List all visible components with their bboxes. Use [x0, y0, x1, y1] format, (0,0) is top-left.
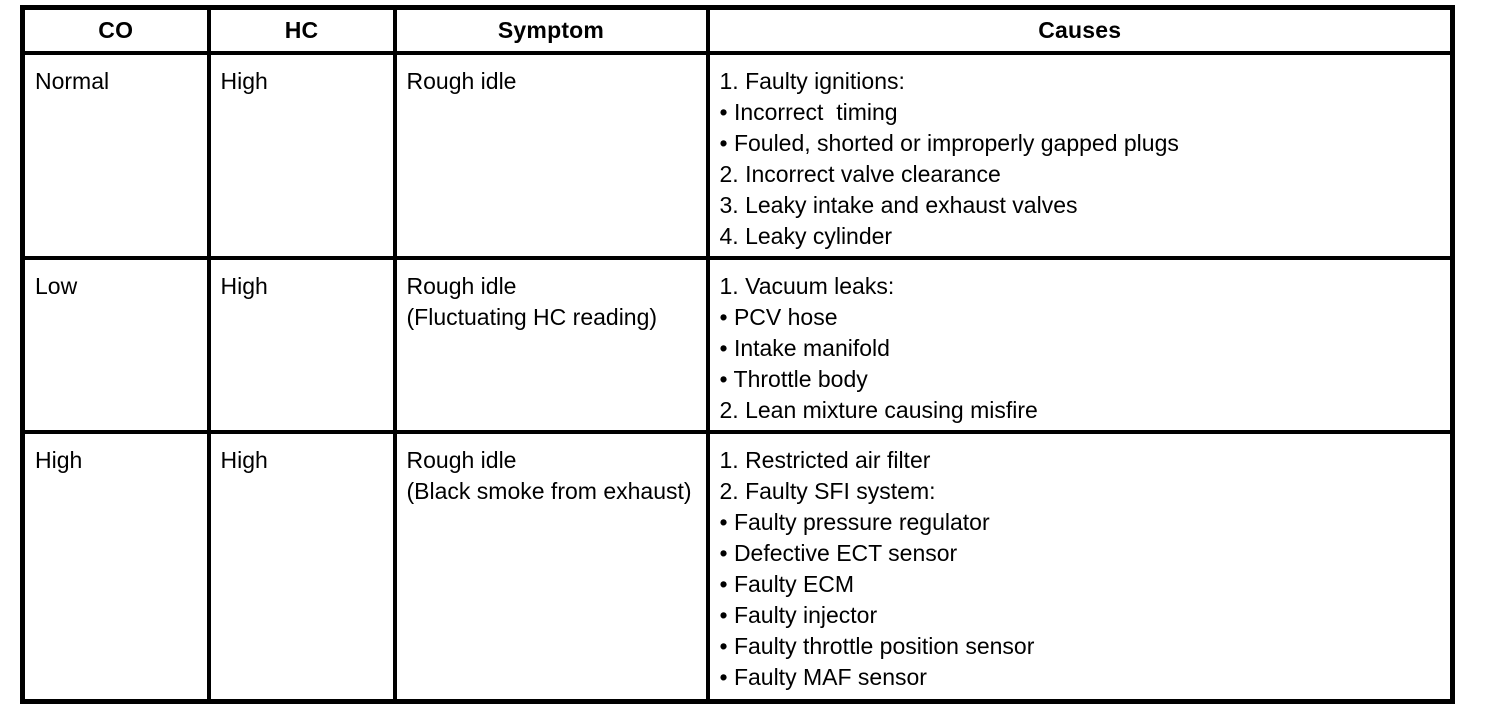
co-value: High	[35, 447, 83, 473]
cause-line: 1. Vacuum leaks:	[719, 273, 895, 299]
cause-line: 4. Leaky cylinder	[719, 223, 893, 249]
co-cell: High	[20, 430, 211, 704]
symptom-cell: Rough idle	[392, 51, 710, 260]
column-header-symptom: Symptom	[392, 5, 710, 55]
cause-line: • Faulty ECM	[719, 571, 855, 597]
cause-line: 2. Faulty SFI system:	[719, 478, 936, 504]
table-row: High High Rough idle (Black smoke from e…	[20, 430, 1455, 704]
header-row: CO HC Symptom Causes	[20, 5, 1455, 55]
table-row: Normal High Rough idle 1. Faulty ignitio…	[20, 51, 1455, 260]
column-header-co: CO	[20, 5, 211, 55]
symptom-line: Rough idle	[406, 447, 517, 473]
hc-cell: High	[206, 51, 397, 260]
hc-value: High	[220, 68, 268, 94]
hc-cell: High	[206, 430, 397, 704]
causes-cell: 1. Faulty ignitions: • Incorrect timing …	[705, 51, 1455, 260]
co-cell: Low	[20, 256, 211, 434]
cause-line: • Throttle body	[719, 366, 868, 392]
causes-cell: 1. Vacuum leaks: • PCV hose • Intake man…	[705, 256, 1455, 434]
symptom-note: (Black smoke from exhaust)	[406, 478, 692, 504]
hc-value: High	[220, 447, 268, 473]
cause-line: • PCV hose	[719, 304, 838, 330]
cause-line: • Faulty MAF sensor	[719, 664, 927, 690]
column-header-causes: Causes	[705, 5, 1455, 55]
column-header-hc: HC	[206, 5, 397, 55]
cause-line: 2. Lean mixture causing misfire	[719, 397, 1038, 423]
cause-line: 1. Restricted air filter	[719, 447, 931, 473]
co-value: Normal	[35, 68, 110, 94]
hc-cell: High	[206, 256, 397, 434]
cause-line: 1. Faulty ignitions:	[719, 68, 905, 94]
cause-line: • Defective ECT sensor	[719, 540, 958, 566]
cause-line: 2. Incorrect valve clearance	[719, 161, 1001, 187]
cause-line: • Faulty injector	[719, 602, 878, 628]
symptom-cell: Rough idle (Fluctuating HC reading)	[392, 256, 710, 434]
causes-cell: 1. Restricted air filter 2. Faulty SFI s…	[705, 430, 1455, 704]
cause-line: • Fouled, shorted or improperly gapped p…	[719, 130, 1179, 156]
table-row: Low High Rough idle (Fluctuating HC read…	[20, 256, 1455, 434]
cause-line: • Incorrect timing	[719, 99, 898, 125]
symptom-cell: Rough idle (Black smoke from exhaust)	[392, 430, 710, 704]
symptom-note: (Fluctuating HC reading)	[406, 304, 658, 330]
symptom-line: Rough idle	[406, 68, 517, 94]
co-cell: Normal	[20, 51, 211, 260]
cause-line: • Intake manifold	[719, 335, 890, 361]
symptom-line: Rough idle	[406, 273, 517, 299]
hc-value: High	[220, 273, 268, 299]
cause-line: • Faulty pressure regulator	[719, 509, 990, 535]
cause-line: 3. Leaky intake and exhaust valves	[719, 192, 1078, 218]
co-value: Low	[35, 273, 78, 299]
cause-line: • Faulty throttle position sensor	[719, 633, 1035, 659]
diagnostic-table: CO HC Symptom Causes Normal High Rough i…	[20, 5, 1455, 704]
